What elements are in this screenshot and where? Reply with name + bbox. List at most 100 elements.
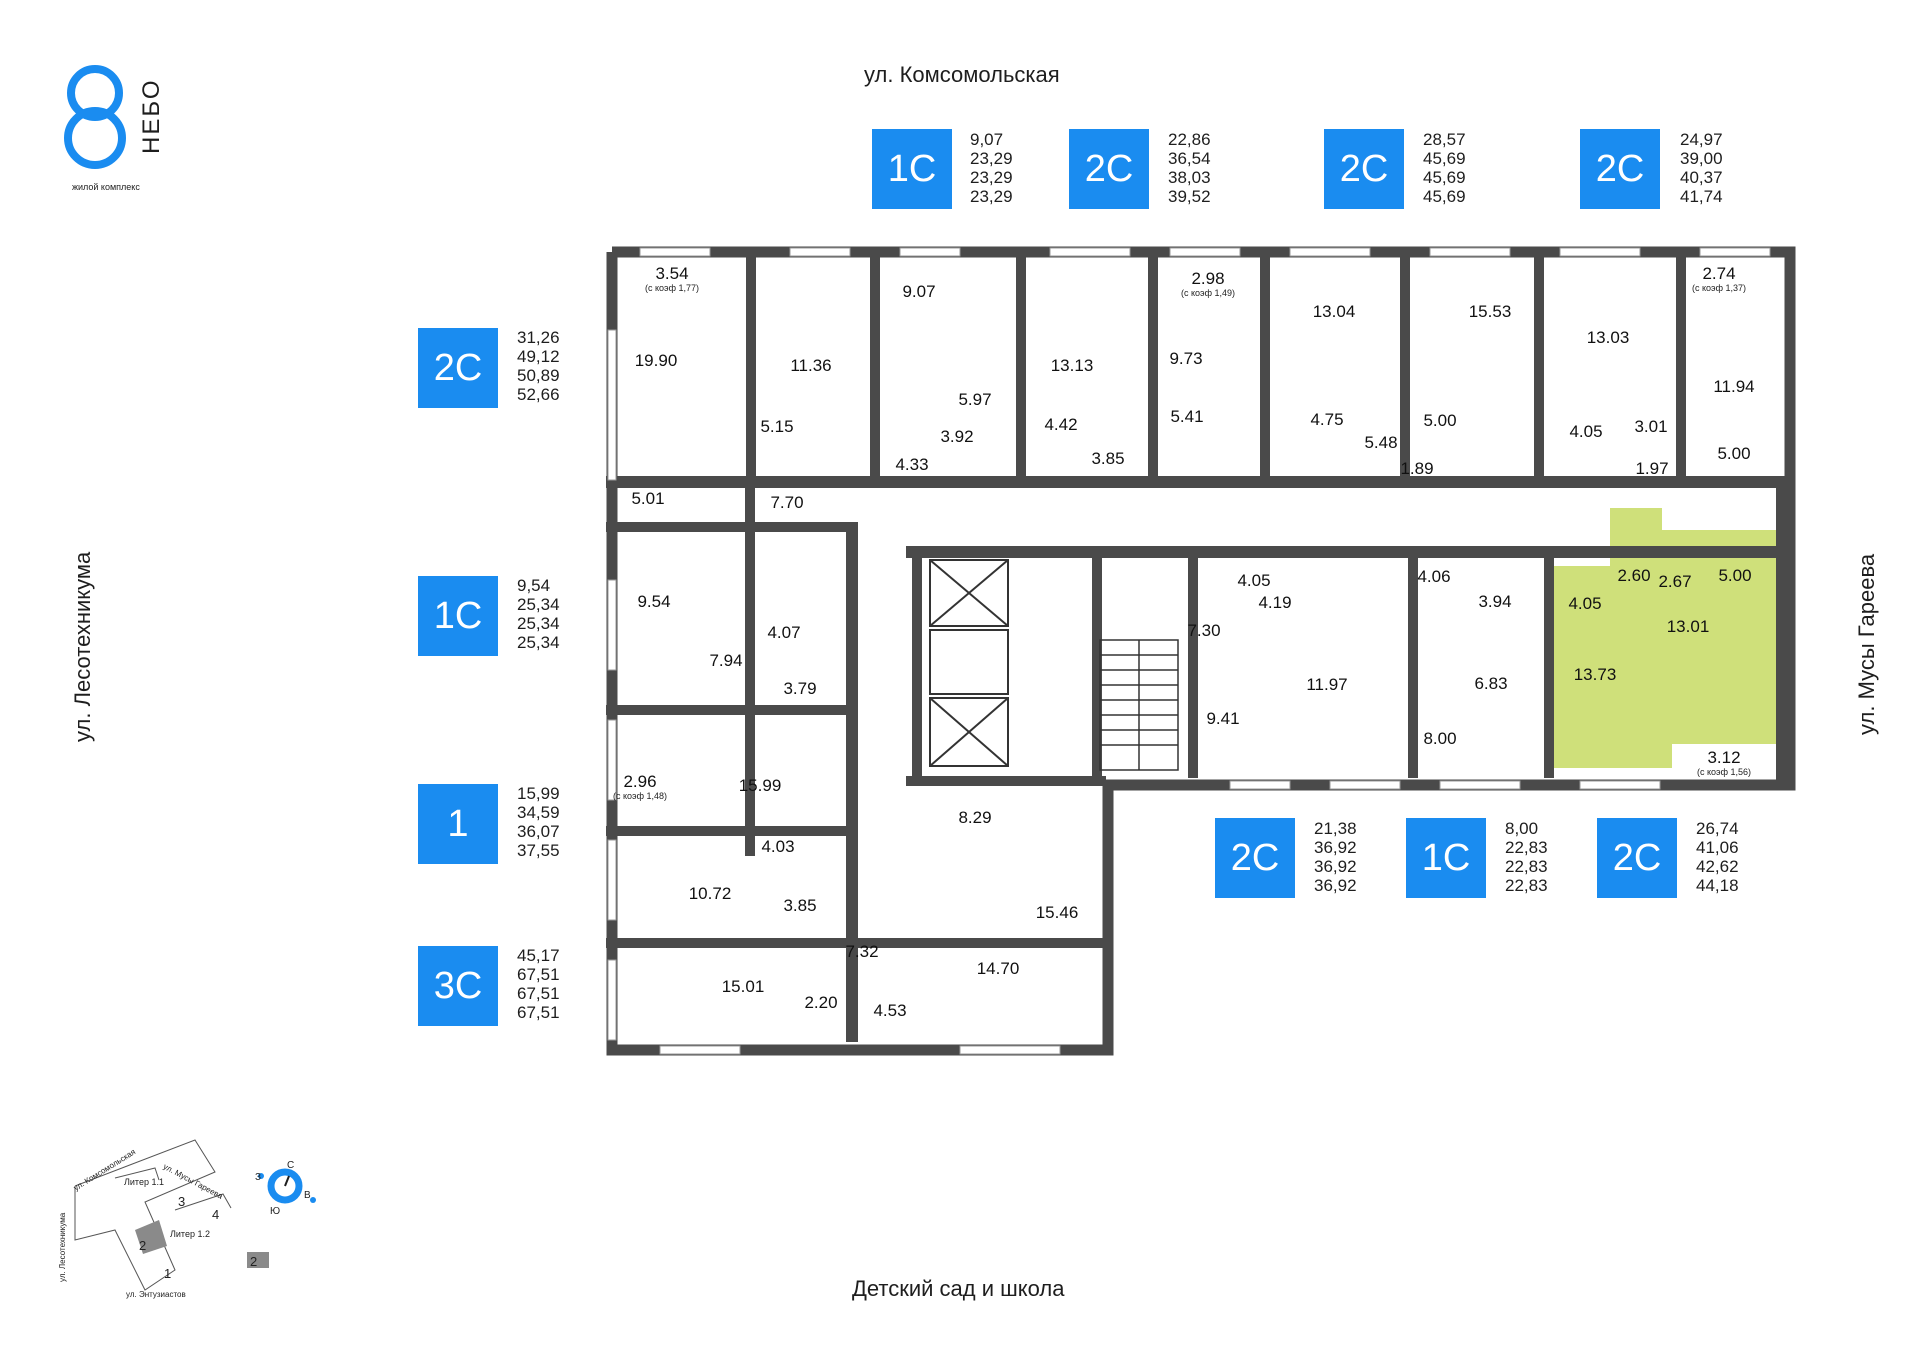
room-area: 5.00 xyxy=(1717,444,1751,463)
room-area: 3.54 xyxy=(655,264,689,283)
site-minimap xyxy=(74,1139,316,1291)
interior-walls xyxy=(606,252,1790,1042)
room-area: 5.41 xyxy=(1170,407,1204,426)
room-area: 4.33 xyxy=(895,455,929,474)
room-area: 7.30 xyxy=(1187,621,1221,640)
room-area: 2.20 xyxy=(804,993,838,1012)
room-area: 15.53 xyxy=(1468,302,1512,321)
minimap-section: 2 xyxy=(139,1238,147,1253)
minimap-street: ул. Лесотехникума xyxy=(58,1212,67,1282)
room-area: 4.53 xyxy=(873,1001,907,1020)
minimap-litera: Литер 1.2 xyxy=(170,1229,210,1239)
room-area: 4.05 xyxy=(1569,422,1603,441)
room-area: 15.46 xyxy=(1035,903,1079,922)
room-area: 8.00 xyxy=(1423,729,1457,748)
room-area: 9.41 xyxy=(1206,709,1240,728)
section-2-highlight xyxy=(135,1220,167,1254)
room-area: 13.73 xyxy=(1573,665,1617,684)
stairs xyxy=(1099,639,1179,771)
room-coefficient: (с коэф 1,56) xyxy=(1696,767,1752,777)
room-area: 5.01 xyxy=(631,489,665,508)
logo-mark xyxy=(64,65,126,169)
minimap-street: ул. Энтузиастов xyxy=(126,1290,186,1299)
room-area: 10.72 xyxy=(688,884,732,903)
room-area: 4.06 xyxy=(1417,567,1451,586)
room-area: 7.94 xyxy=(709,651,743,670)
unit-type-badge[interactable]: 2С xyxy=(1069,129,1149,209)
room-area: 7.70 xyxy=(770,493,804,512)
room-area: 2.60 xyxy=(1617,566,1651,585)
minimap-section: 4 xyxy=(212,1207,220,1222)
room-coefficient: (с коэф 1,37) xyxy=(1691,283,1747,293)
unit-type-badge[interactable]: 2С xyxy=(1580,129,1660,209)
room-area: 11.94 xyxy=(1713,377,1755,396)
unit-type-badge[interactable]: 1С xyxy=(872,129,952,209)
elevator-shafts xyxy=(929,559,1009,767)
compass-east: В xyxy=(304,1190,311,1201)
room-area: 2.96 xyxy=(623,772,657,791)
street-bottom: Детский сад и школа xyxy=(852,1276,1065,1301)
room-area: 13.03 xyxy=(1586,328,1630,347)
unit-type-badge[interactable]: 2С xyxy=(418,328,498,408)
room-area: 3.12 xyxy=(1707,748,1741,767)
unit-type-badge[interactable]: 2С xyxy=(1597,818,1677,898)
room-area: 4.19 xyxy=(1258,593,1292,612)
room-area: 13.13 xyxy=(1050,356,1094,375)
room-area: 13.01 xyxy=(1666,617,1710,636)
room-coefficient: (с коэф 1,49) xyxy=(1180,288,1236,298)
unit-type-badge[interactable]: 2С xyxy=(1215,818,1295,898)
room-area: 11.97 xyxy=(1306,675,1348,694)
room-area: 7.32 xyxy=(845,942,879,961)
room-area: 13.04 xyxy=(1312,302,1356,321)
room-area: 4.75 xyxy=(1310,410,1344,429)
compass-south: Ю xyxy=(270,1206,281,1217)
room-area: 4.03 xyxy=(761,837,795,856)
room-area: 19.90 xyxy=(634,351,678,370)
room-coefficient: (с коэф 1,48) xyxy=(612,791,668,801)
room-area: 2.67 xyxy=(1658,572,1692,591)
legend-swatch xyxy=(247,1252,269,1268)
room-area: 4.07 xyxy=(767,623,801,642)
room-area: 8.29 xyxy=(958,808,992,827)
room-area: 3.01 xyxy=(1634,417,1668,436)
room-area: 1.97 xyxy=(1635,459,1669,478)
room-area: 4.05 xyxy=(1568,594,1602,613)
room-area: 9.07 xyxy=(902,282,936,301)
room-area: 1.89 xyxy=(1400,459,1434,478)
minimap-litera: Литер 1.1 xyxy=(124,1177,164,1187)
street-top: ул. Комсомольская xyxy=(864,62,1060,87)
logo-subtitle: жилой комплекс xyxy=(72,182,140,192)
outer-walls xyxy=(606,246,1796,1056)
room-coefficient: (с коэф 1,77) xyxy=(644,283,700,293)
room-area: 3.85 xyxy=(1091,449,1125,468)
room-area: 5.00 xyxy=(1718,566,1752,585)
room-area: 9.54 xyxy=(637,592,671,611)
room-area: 14.70 xyxy=(976,959,1020,978)
unit-type-badge[interactable]: 1С xyxy=(1406,818,1486,898)
room-area: 2.98 xyxy=(1191,269,1225,288)
minimap-section: 1 xyxy=(164,1266,172,1281)
compass-icon xyxy=(267,1168,303,1204)
compass-west: З xyxy=(255,1172,262,1183)
logo: НЕБО жилой комплекс xyxy=(64,64,174,194)
room-area: 3.94 xyxy=(1478,592,1512,611)
unit-type-badge[interactable]: 2С xyxy=(1324,129,1404,209)
room-area: 5.00 xyxy=(1423,411,1457,430)
room-area: 3.85 xyxy=(783,896,817,915)
unit-type-badge[interactable]: 3С xyxy=(418,946,498,1026)
unit-type-badge[interactable]: 1 xyxy=(418,784,498,864)
room-area: 4.05 xyxy=(1237,571,1271,590)
unit-type-badge[interactable]: 1С xyxy=(418,576,498,656)
room-area: 15.01 xyxy=(721,977,765,996)
room-area: 5.48 xyxy=(1364,433,1398,452)
room-area: 5.15 xyxy=(760,417,794,436)
